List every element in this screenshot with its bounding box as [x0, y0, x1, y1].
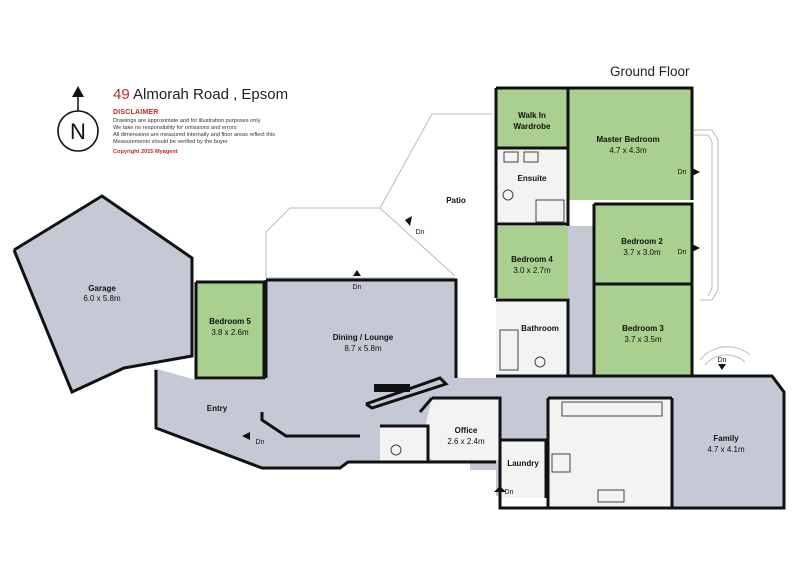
bedroom3-area — [594, 284, 692, 376]
family-label: Family — [713, 434, 739, 443]
room-fills — [14, 88, 784, 508]
bathroom-area — [496, 300, 568, 376]
kitchen-bench-icon — [561, 401, 663, 417]
shower-icon — [535, 199, 565, 223]
north-compass: N — [57, 86, 99, 152]
toilet-icon — [390, 444, 402, 456]
room-labels: Garage 6.0 x 5.8m Bedroom 5 3.8 x 2.6m D… — [83, 111, 745, 468]
patio-label: Patio — [446, 196, 466, 205]
step-down-label: Dn — [505, 489, 514, 496]
disclaimer-line: All dimensions are measured internally a… — [113, 132, 275, 138]
bedroom4-area — [496, 226, 568, 298]
dining-dims: 8.7 x 5.8m — [344, 344, 382, 353]
floor-label: Ground Floor — [610, 64, 690, 79]
down-arrow-icon — [405, 216, 412, 226]
laundry-label: Laundry — [507, 459, 539, 468]
ensuite-label: Ensuite — [518, 174, 547, 183]
garage-area — [14, 196, 192, 392]
sink-icon — [597, 489, 625, 503]
bedroom4-label: Bedroom 4 — [511, 255, 553, 264]
bedroom3-dims: 3.7 x 3.5m — [624, 335, 662, 344]
fireplace-icon — [374, 384, 410, 392]
patio-outline — [265, 113, 751, 366]
down-arrow-icon — [494, 486, 506, 492]
step-down-label: Dn — [678, 249, 687, 256]
bedroom4-dims: 3.0 x 2.7m — [513, 266, 551, 275]
step-down-label: Dn — [718, 357, 727, 364]
bedroom2-dims: 3.7 x 3.0m — [623, 248, 661, 257]
family-dims: 4.7 x 4.1m — [707, 445, 745, 454]
step-down-label: Dn — [353, 284, 362, 291]
dining-label: Dining / Lounge — [333, 333, 394, 342]
entry-label: Entry — [207, 404, 228, 413]
toilet-icon — [502, 189, 514, 201]
walkin-label-line2: Wardrobe — [513, 122, 551, 131]
step-down-label: Dn — [678, 169, 687, 176]
office-dims: 2.6 x 2.4m — [447, 437, 485, 446]
compass-label: N — [70, 119, 86, 144]
bathtub-icon — [499, 329, 519, 371]
fixtures — [374, 151, 663, 503]
disclaimer-line: Measurements should be verified by the b… — [113, 139, 228, 145]
property-address: 49 Almorah Road , Epsom — [113, 86, 288, 103]
basin-icon — [503, 151, 519, 163]
garage-dims: 6.0 x 5.8m — [83, 294, 121, 303]
bedroom5-dims: 3.8 x 2.6m — [211, 328, 249, 337]
kitchen-area — [548, 398, 672, 508]
walls — [12, 86, 786, 510]
basin-icon — [523, 151, 539, 163]
garage-label: Garage — [88, 284, 116, 293]
disclaimer-line: Drawings are approximate and for illustr… — [113, 118, 261, 124]
disclaimer-title: DISCLAIMER — [113, 109, 159, 116]
bedroom2-label: Bedroom 2 — [621, 237, 663, 246]
office-label: Office — [455, 426, 478, 435]
down-arrow-icon — [692, 244, 700, 252]
bedroom5-area — [196, 282, 264, 378]
step-down-label: Dn — [416, 229, 425, 236]
step-down-markers: Dn Dn Dn Dn Dn Dn Dn — [242, 168, 727, 496]
wc-area — [380, 426, 428, 462]
north-arrow-icon — [72, 86, 84, 97]
bedroom3-label: Bedroom 3 — [622, 324, 664, 333]
address-street: Almorah Road , Epsom — [133, 86, 289, 103]
down-arrow-icon — [353, 270, 361, 276]
bedroom5-label: Bedroom 5 — [209, 317, 251, 326]
office-area — [420, 398, 500, 460]
step-down-label: Dn — [256, 439, 265, 446]
cooktop-icon — [551, 453, 571, 473]
bathroom-label: Bathroom — [521, 324, 559, 333]
bedroom2-area — [594, 204, 692, 284]
down-arrow-icon — [242, 432, 250, 440]
walkin-area — [496, 88, 568, 148]
copyright: Copyright 2015 Myagent — [113, 149, 178, 155]
disclaimer-line: We take no responsibility for omissions … — [113, 125, 237, 131]
down-arrow-icon — [692, 168, 700, 176]
walkin-label-line1: Walk In — [518, 111, 546, 120]
address-number: 49 — [113, 86, 130, 103]
master-dims: 4.7 x 4.3m — [609, 146, 647, 155]
laundry-area — [500, 440, 546, 498]
ensuite-area — [496, 148, 568, 224]
master-area — [568, 88, 692, 200]
master-label: Master Bedroom — [596, 135, 659, 144]
down-arrow-icon — [718, 364, 726, 370]
hall-area — [568, 226, 594, 376]
toilet-icon — [534, 356, 546, 368]
